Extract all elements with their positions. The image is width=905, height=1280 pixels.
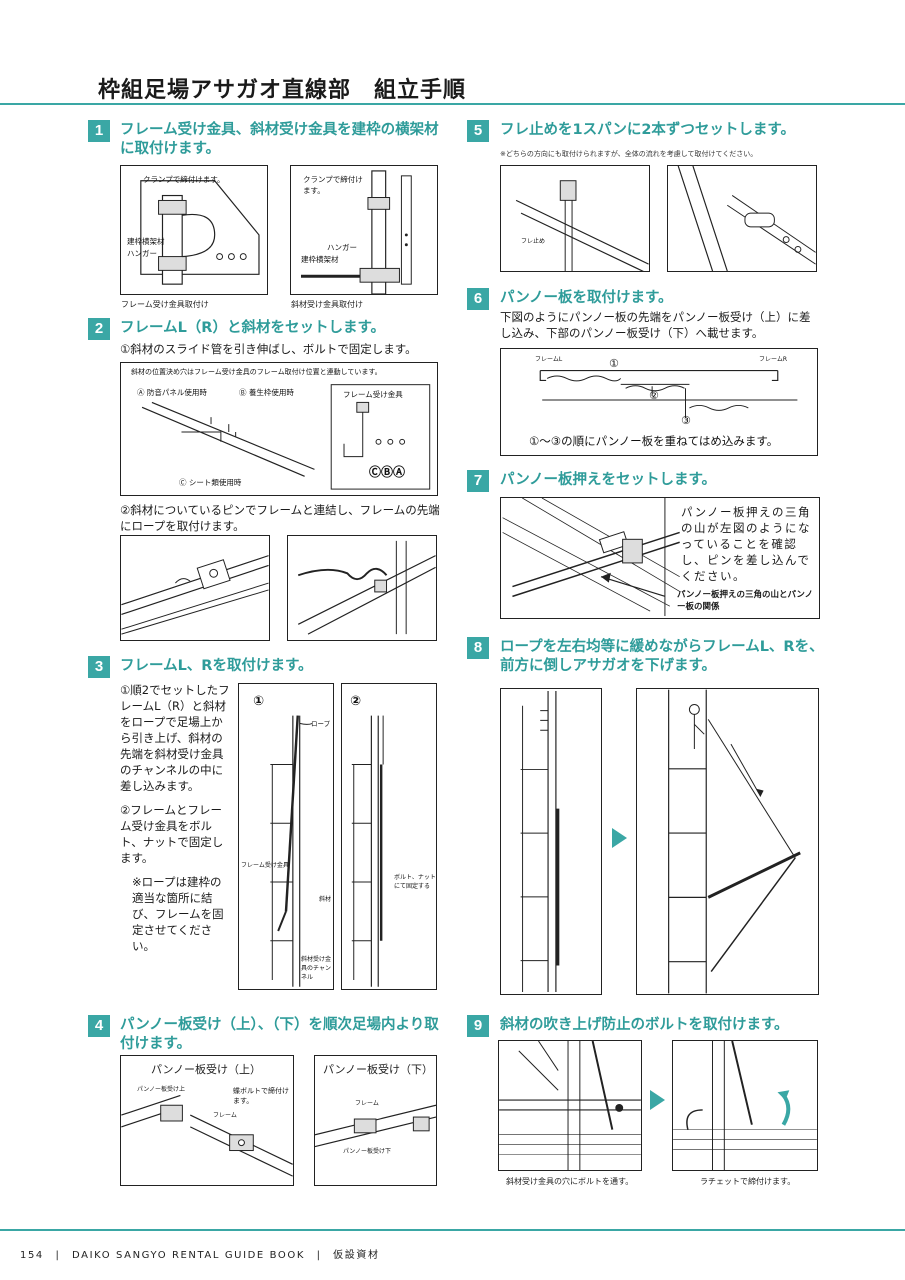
fig-frame-lift: ① ロープ フレーム受け金具 斜材 斜材受け金具のチャンネル <box>238 683 334 990</box>
fig4-lower-part: パンノー板受け下 <box>343 1148 392 1155</box>
fig-panel-presser: パンノー板押えの三角の山が左図のようになっていることを確認し、ピンを差し込んでく… <box>500 497 820 619</box>
fig2-clamp-label: クランプで締付けます。 <box>303 175 363 195</box>
step-6-body: 下図のようにパンノー板の先端をパンノー板受け（上）に差し込み、下部のパンノー板受… <box>500 310 811 340</box>
fig-brace-stopper-2 <box>667 165 817 272</box>
fig9-caption-2: ラチェットで締付けます。 <box>700 1177 796 1186</box>
fig-brace-note: 斜材の位置決め穴はフレーム受け金具のフレーム取付け位置と連動しています。 <box>131 368 382 376</box>
fig3-brace-label: 斜材 <box>319 896 332 903</box>
step-7-title: パンノー板押えをセットします。 <box>500 472 717 488</box>
step-number-8: 8 <box>467 637 489 659</box>
fig-frame-fix: ② ボルト、ナットにて固定する <box>341 683 437 990</box>
step-7-text: パンノー板押えの三角の山が左図のようになっていることを確認し、ピンを差し込んでく… <box>681 505 811 583</box>
step-3-p1: ①順2でセットしたフレームL（R）と斜材をロープで足場上から引き上げ、斜材の先端… <box>120 683 230 793</box>
fig1-caption: フレーム受け金具取付け <box>121 300 209 309</box>
footer-rule <box>0 1229 905 1231</box>
fig6-right-label: フレームR <box>759 356 787 363</box>
fig4-upper-part: パンノー板受け上 <box>137 1086 186 1093</box>
step-5-note: ※どちらの方向にも取付けられますが、全体の流れを考慮して取付けてください。 <box>500 150 758 158</box>
fig3-bracket-label: フレーム受け金具 <box>241 862 289 869</box>
fig-abc-marks: ⒸⒷⒶ <box>369 465 406 479</box>
fig-bolt-insert <box>498 1040 642 1171</box>
step-9-title: 斜材の吹き上げ防止のボルトを取付けます。 <box>500 1017 789 1033</box>
step-3-p2: ②フレームとフレーム受け金具をボルト、ナットで固定します。 <box>120 803 224 865</box>
fig-pin-connection <box>120 535 270 641</box>
fig2-hanger-label: ハンガー <box>327 243 357 252</box>
step-2-sub1: ①斜材のスライド管を引き伸ばし、ボルトで固定します。 <box>120 342 417 356</box>
step-2-title: フレームL（R）と斜材をセットします。 <box>120 320 386 336</box>
fig4-upper-frame: フレーム <box>213 1112 237 1119</box>
step-7-label: パンノー板押えの三角の山とパンノー板の関係 <box>677 590 814 612</box>
step-number-9: 9 <box>467 1015 489 1037</box>
fig-label-c: Ⓒ シート類使用時 <box>179 478 242 487</box>
step-2-sub2: ②斜材についているピンでフレームと連結し、フレームの先端にロープを取付けます。 <box>120 503 440 533</box>
fig6-left-label: フレームL <box>535 356 563 363</box>
fig6-n3: ③ <box>681 414 691 427</box>
step-5-title: フレ止めを1スパンに2本ずつセットします。 <box>500 122 795 138</box>
step-1-title: フレーム受け金具、斜材受け金具を建枠の横架材に取付けます。 <box>120 122 439 157</box>
fig9-caption-1: 斜材受け金具の穴にボルトを通す。 <box>506 1177 634 1186</box>
fig-panel-order: フレームL フレームR ① ② ③ ①～③の順にパンノー板を重ねてはめ込みます。 <box>500 348 818 456</box>
step-number-6: 6 <box>467 288 489 310</box>
fig3-bolt-label: ボルト、ナットにて固定する <box>394 874 436 890</box>
fig4-lower-title: パンノー板受け（下） <box>323 1063 433 1076</box>
fig2-member-label: 建枠横架材 <box>301 255 339 264</box>
fig1-hanger-label: ハンガー <box>127 249 157 258</box>
step-3-note: ※ロープは建枠の適当な箇所に結び、フレームを固定させてください。 <box>132 875 224 953</box>
fig-label-a: Ⓐ 防音パネル使用時 <box>137 388 207 397</box>
fig3-1-num: ① <box>253 694 265 709</box>
fig5-stopper-label: フレ止め <box>521 238 546 245</box>
title-rule <box>0 103 905 105</box>
step-8-title: ロープを左右均等に緩めながらフレームL、Rを、前方に倒しアサガオを下げます。 <box>500 639 824 674</box>
fig1-clamp-label: クランプで締付けます。 <box>143 175 225 184</box>
fig6-n1: ① <box>609 357 619 370</box>
step-6-title: パンノー板を取付けます。 <box>500 290 673 306</box>
step-number-2: 2 <box>88 318 110 340</box>
footer-text: 154 | DAIKO SANGYO RENTAL GUIDE BOOK | 仮… <box>20 1250 380 1261</box>
fig-brace-bracket: クランプで締付けます。 ハンガー 建枠横架材 <box>290 165 438 295</box>
step-9-arrow-icon <box>650 1090 665 1110</box>
step-number-5: 5 <box>467 120 489 142</box>
fig4-upper-bolt: 蝶ボルトで締付けます。 <box>233 1087 289 1105</box>
step-number-1: 1 <box>88 120 110 142</box>
fig3-2-num: ② <box>350 694 362 709</box>
step-number-4: 4 <box>88 1015 110 1037</box>
fig-label-b: Ⓑ 養生枠使用時 <box>239 388 294 397</box>
fig-brace-stopper-1: フレ止め <box>500 165 650 272</box>
fig-ratchet <box>672 1040 818 1171</box>
fig3-rope-label: ロープ <box>311 720 331 728</box>
fig4-lower-frame: フレーム <box>355 1100 379 1107</box>
fig6-caption: ①～③の順にパンノー板を重ねてはめ込みます。 <box>529 434 779 448</box>
fig-rope-attach <box>287 535 437 641</box>
step-4-title: パンノー板受け（上）、（下）を順次足場内より取付けます。 <box>120 1017 439 1052</box>
fig6-n2: ② <box>649 389 659 402</box>
fig1-member-label: 建枠横架材 <box>127 237 165 246</box>
fig-asagao-after <box>636 688 819 995</box>
fig-bracket-label: フレーム受け金具 <box>343 390 403 399</box>
step-number-7: 7 <box>467 470 489 492</box>
fig-asagao-before <box>500 688 602 995</box>
fig-brace-position: 斜材の位置決め穴はフレーム受け金具のフレーム取付け位置と連動しています。 Ⓐ 防… <box>120 362 438 496</box>
fig3-channel-label: 斜材受け金具のチャンネル <box>301 956 332 981</box>
step-3-title: フレームL、Rを取付けます。 <box>120 658 313 674</box>
fig-panel-holder-upper: パンノー板受け（上） パンノー板受け上 フレーム 蝶ボルトで締付けます。 <box>120 1055 294 1186</box>
step-8-arrow-icon <box>612 828 627 848</box>
step-number-3: 3 <box>88 656 110 678</box>
fig2-caption: 斜材受け金具取付け <box>291 300 363 309</box>
fig-panel-holder-lower: パンノー板受け（下） フレーム パンノー板受け下 <box>314 1055 437 1186</box>
page-title: 枠組足場アサガオ直線部 組立手順 <box>98 78 467 103</box>
fig4-upper-title: パンノー板受け（上） <box>151 1063 261 1076</box>
fig-frame-bracket: クランプで締付けます。 建枠横架材 ハンガー <box>120 165 268 295</box>
